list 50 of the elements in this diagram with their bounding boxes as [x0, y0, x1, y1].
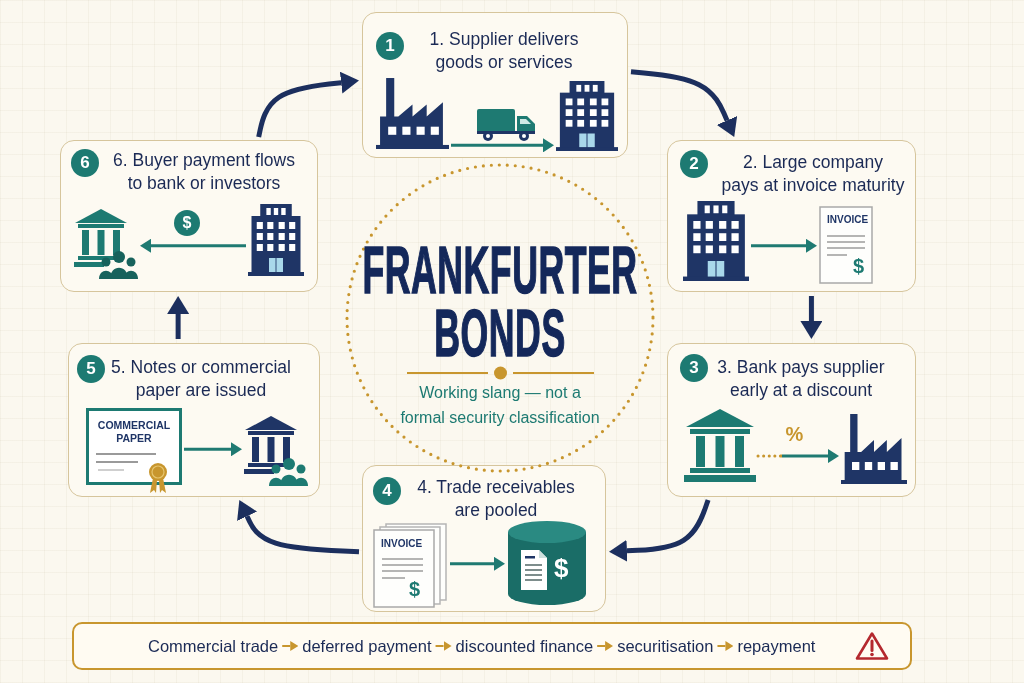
number-badge: 2 [680, 150, 708, 178]
number-badge: 5 [77, 355, 105, 383]
flow-step-text: discounted finance [455, 636, 594, 656]
step-card [362, 12, 628, 158]
arrow [184, 442, 242, 457]
flow-arrow [800, 296, 823, 339]
dollar-badge: $ [174, 210, 200, 236]
dollar-sign: $ [409, 578, 421, 600]
arrow [281, 641, 299, 651]
dollar-sign: $ [554, 554, 569, 582]
flow-step-text: deferred payment [302, 636, 432, 656]
step-heading: 6. Buyer payment flows to bank or investors [113, 149, 295, 195]
step-card [68, 343, 320, 497]
title-text: FRANKFURTER BONDS [362, 239, 638, 365]
number-badge: 4 [373, 477, 401, 505]
flow-arrow [256, 71, 359, 138]
step-heading: 3. Bank pays supplier early at a discount [717, 356, 885, 402]
certificate-title: COMMERCIAL PAPER [96, 419, 172, 445]
number-badge: 1 [376, 32, 404, 60]
flow-step-text: repayment [737, 636, 816, 656]
arrow [716, 641, 734, 651]
step-card [667, 140, 916, 292]
step-card [362, 465, 606, 612]
flow-arrow [609, 499, 711, 562]
dollar-sign: $ [853, 255, 865, 277]
flow-arrow [630, 69, 738, 137]
arrow [756, 449, 839, 463]
document-title: INVOICE [381, 538, 423, 550]
step-card [60, 140, 318, 292]
arrow [451, 138, 554, 153]
flow-step-text: securitisation [617, 636, 714, 656]
arrow [434, 641, 452, 651]
arrow [450, 556, 505, 571]
flow-arrow [237, 500, 360, 555]
flow-arrow [167, 296, 190, 339]
step-heading: 1. Supplier delivers goods or services [429, 28, 579, 74]
summary-bar [72, 622, 912, 670]
number-badge: 6 [71, 149, 99, 177]
step-heading: 5. Notes or commercial paper are issued [111, 356, 291, 402]
step-heading: 2. Large company pays at invoice maturity [721, 151, 905, 197]
subtitle-text: Working slang — not a formal security classification [400, 383, 600, 428]
edge-label: % [785, 423, 804, 445]
step-heading: 4. Trade receivables are pooled [417, 476, 575, 522]
arrow [596, 641, 614, 651]
document-title: INVOICE [827, 214, 869, 226]
arrow [751, 238, 817, 253]
flow-step-text: Commercial trade [148, 636, 279, 656]
number-badge: 3 [680, 354, 708, 382]
step-card [667, 343, 916, 497]
arrow [140, 238, 246, 253]
